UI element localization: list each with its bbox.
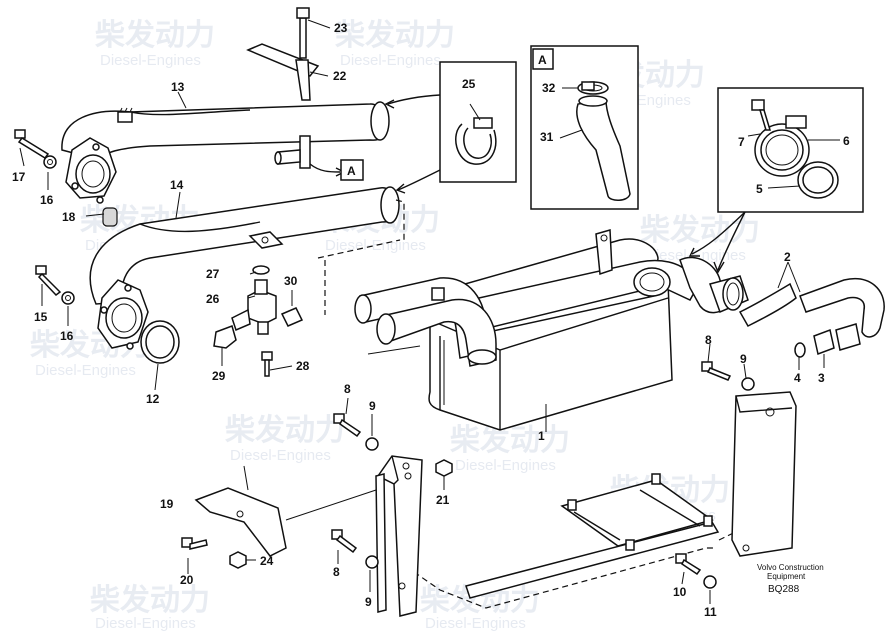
- callout-21: 21: [436, 493, 450, 507]
- watermark-brand: 柴发动力: [335, 18, 455, 53]
- callout-3: 3: [818, 371, 825, 385]
- callout-8: 8: [344, 382, 351, 396]
- washer-16-upper: [43, 155, 57, 169]
- bolt-8-left: [333, 413, 362, 438]
- watermark-sub: Diesel-Engines: [425, 615, 526, 632]
- callout-15: 15: [34, 310, 48, 324]
- washer-9-lower: [365, 555, 379, 569]
- rubber-18: [102, 207, 118, 227]
- washer-16-lower: [61, 291, 75, 305]
- footer-block: Volvo Construction Equipment BQ288: [757, 563, 824, 595]
- leader-lines-lower: [187, 343, 747, 604]
- nut-21: [435, 459, 453, 477]
- callout-23: 23: [334, 21, 348, 35]
- cooler-1: [354, 229, 749, 431]
- callout-11: 11: [704, 605, 717, 619]
- watermark-brand: 柴发动力: [450, 423, 570, 458]
- connector-a: [274, 135, 346, 177]
- washer-11: [703, 575, 717, 589]
- watermark-sub: Diesel-Engines: [340, 52, 441, 69]
- nut-24: [229, 551, 247, 569]
- callout-14: 14: [170, 178, 184, 192]
- callout-2: 2: [784, 250, 791, 264]
- callout-8: 8: [333, 565, 340, 579]
- watermark-brand: 柴发动力: [640, 213, 760, 248]
- callout-24: 24: [260, 554, 274, 568]
- callout-12: 12: [146, 392, 160, 406]
- detail-ref-label: A: [347, 164, 356, 178]
- callout-26: 26: [206, 292, 220, 306]
- bolt-20: [181, 537, 208, 550]
- bracket-frame: [375, 391, 797, 617]
- bolt-8-right: [701, 361, 732, 381]
- callout-22: 22: [333, 69, 347, 83]
- callout-16: 16: [60, 329, 74, 343]
- footer-line2: Equipment: [767, 572, 806, 581]
- leader-lines: [19, 19, 331, 391]
- callout-27: 27: [206, 267, 220, 281]
- bolt-8-lower: [331, 529, 358, 554]
- washer-9-left: [365, 437, 379, 451]
- detail-box-25: [439, 61, 517, 183]
- footer-code: BQ288: [768, 584, 800, 595]
- bolt-15: [35, 265, 62, 297]
- pipe-13: [61, 101, 390, 161]
- callout-7: 7: [738, 135, 745, 149]
- watermark-brand: 柴发动力: [225, 413, 345, 448]
- footer-line1: Volvo Construction: [757, 563, 824, 572]
- callout-10: 10: [673, 585, 687, 599]
- watermark-layer: 柴发动力 Diesel-Engines 柴发动力 Diesel-Engines …: [30, 18, 760, 632]
- callout-16: 16: [40, 193, 54, 207]
- callout-5: 5: [756, 182, 763, 196]
- callout-20: 20: [180, 573, 194, 587]
- callout-labels: 1 2 3 4 5 6 7 8 8 8 9 9 9 10 11 12 13 14…: [12, 21, 850, 619]
- callout-18: 18: [62, 210, 76, 224]
- callout-31: 31: [540, 130, 554, 144]
- callout-17: 17: [12, 170, 26, 184]
- callout-8: 8: [705, 333, 712, 347]
- detail-ref-box: [340, 159, 364, 181]
- callout-28: 28: [296, 359, 310, 373]
- gasket-12: [140, 320, 180, 364]
- flange-lower: [97, 279, 149, 350]
- watermark-sub: Diesel-Engines: [35, 362, 136, 379]
- bracket-22: [246, 7, 320, 101]
- washer-9-right: [741, 377, 755, 391]
- watermark-brand: 柴发动力: [95, 18, 215, 53]
- callout-9: 9: [740, 352, 747, 366]
- callout-6: 6: [843, 134, 850, 148]
- hose-2: [738, 261, 885, 370]
- callout-1: 1: [538, 429, 545, 443]
- callout-9: 9: [365, 595, 372, 609]
- callout-30: 30: [284, 274, 298, 288]
- watermark-sub: Diesel-Engines: [95, 615, 196, 632]
- callout-4: 4: [794, 371, 801, 385]
- watermark-sub: Diesel-Engines: [325, 237, 426, 254]
- watermark-sub: Diesel-Engines: [100, 52, 201, 69]
- callout-13: 13: [171, 80, 185, 94]
- callout-25: 25: [462, 77, 476, 91]
- bracket-19: [194, 465, 377, 557]
- flange-upper: [65, 137, 117, 204]
- bolt-17: [14, 129, 50, 159]
- detail-box-clamp: [717, 87, 864, 213]
- pipe-14: [89, 186, 400, 305]
- callout-19: 19: [160, 497, 174, 511]
- bolt-10: [675, 553, 702, 576]
- fitting-group: [213, 231, 304, 377]
- watermark-brand: 柴发动力: [90, 583, 210, 618]
- watermark-sub: Diesel-Engines: [455, 457, 556, 474]
- callout-9: 9: [369, 399, 376, 413]
- detail-box-label: A: [538, 53, 547, 67]
- detail-box-a: [530, 45, 639, 210]
- callout-29: 29: [212, 369, 226, 383]
- callout-32: 32: [542, 81, 556, 95]
- watermark-sub: Diesel-Engines: [230, 447, 331, 464]
